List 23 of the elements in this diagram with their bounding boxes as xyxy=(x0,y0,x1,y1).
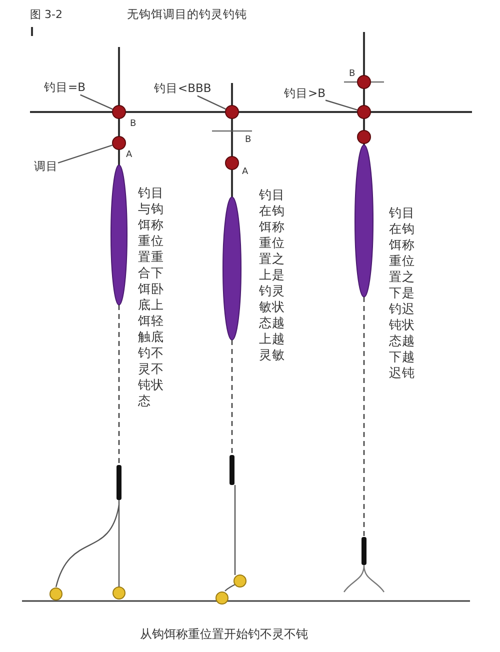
annotation-text: 钓目与钩饵称重位置重合下饵卧底上饵轻触底钓不灵不钝状态 xyxy=(138,185,165,409)
bead-label: A xyxy=(242,167,248,178)
callout-label: 钓目=B xyxy=(44,81,86,95)
bead-label: B xyxy=(130,119,136,130)
annotation-text: 钓目在钩饵称重位置之下是钓迟钝状态越下越迟钝 xyxy=(389,205,416,381)
callout-label: 钓目>B xyxy=(284,87,326,101)
caption-text: 从钩饵称重位置开始钓不灵不钝 xyxy=(140,627,308,642)
float-bead xyxy=(112,105,126,119)
leader-line xyxy=(325,100,358,111)
diagram-title: 无钩饵调目的钓灵钓钝 xyxy=(127,8,247,22)
annotation-text: 钓目在钩饵称重位置之上是钓灵敏状态越上越灵敏 xyxy=(259,187,286,363)
float-bead xyxy=(112,136,126,150)
float-bead xyxy=(225,105,239,119)
callout-label: 调目 xyxy=(34,160,58,174)
bead-label: B xyxy=(349,69,356,80)
callout-label: 钓目<BBB xyxy=(154,82,212,96)
bead-label: A xyxy=(126,150,132,161)
figure-number: 图 3-2 xyxy=(30,8,62,22)
bead-label: B xyxy=(245,135,252,146)
leader-line xyxy=(80,94,113,110)
leader-line xyxy=(58,144,113,164)
leader-line xyxy=(197,95,226,110)
float-bead xyxy=(357,105,371,119)
